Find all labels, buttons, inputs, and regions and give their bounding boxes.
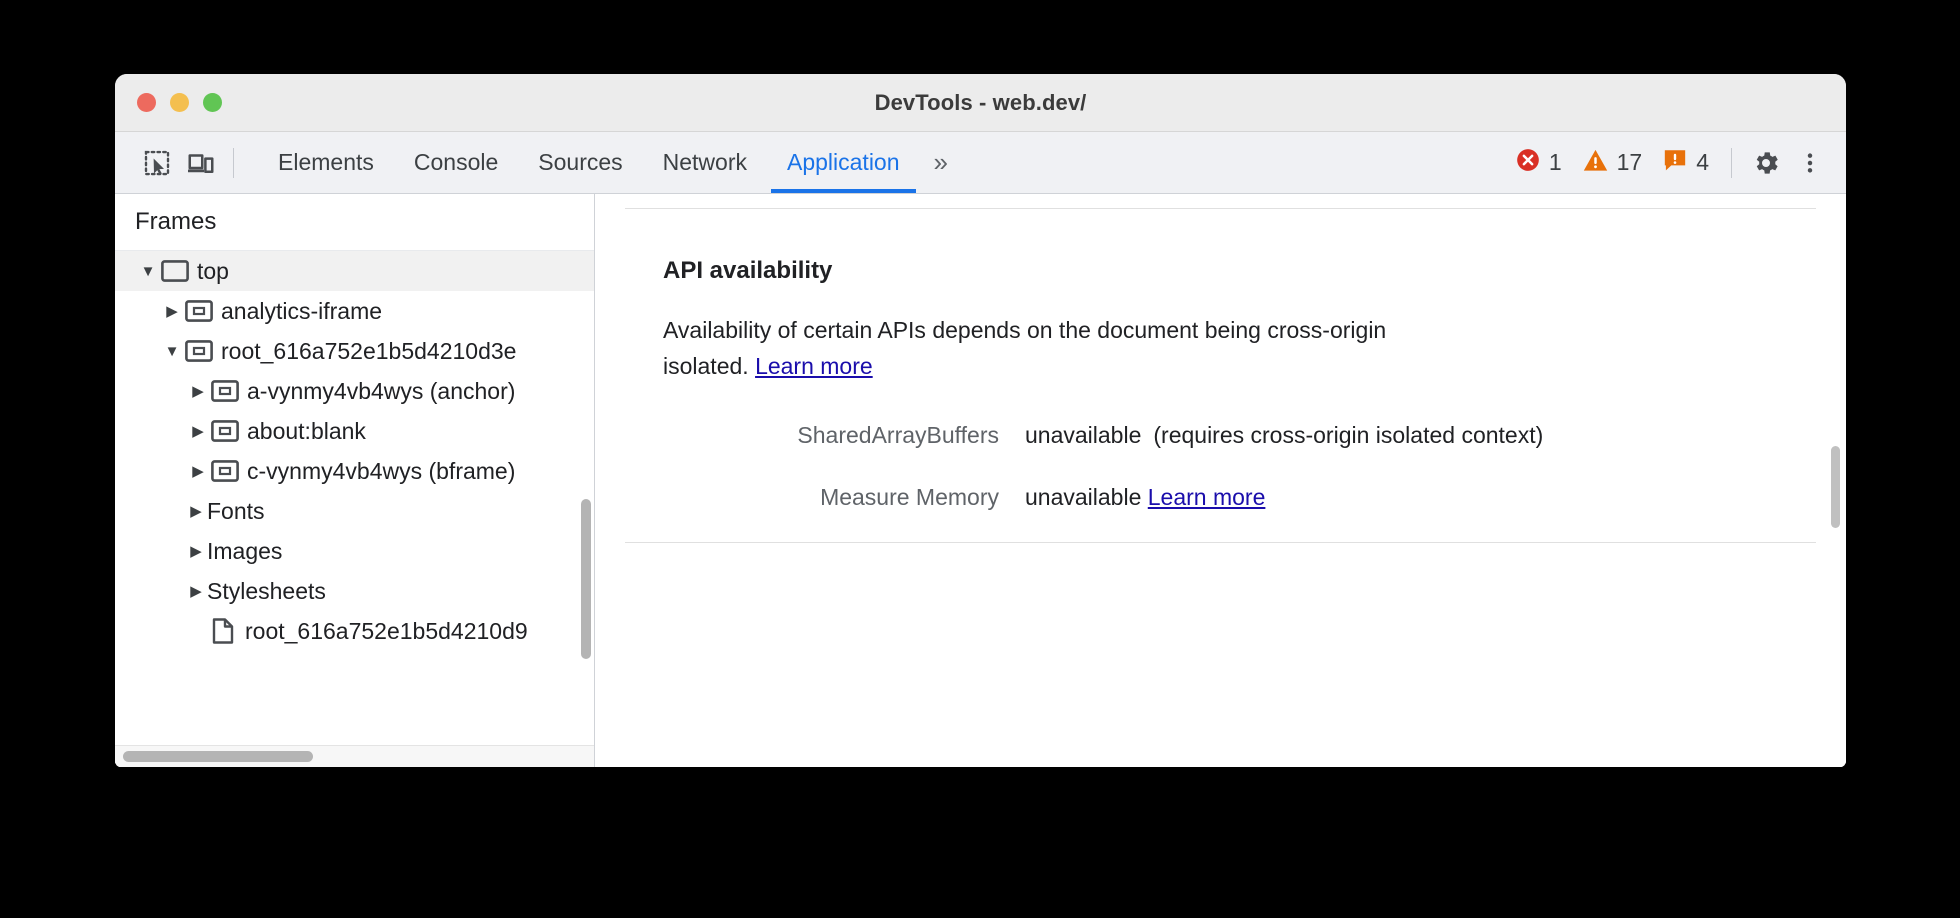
section-bottom-divider xyxy=(625,542,1816,544)
measure-memory-learn-more-link[interactable]: Learn more xyxy=(1147,484,1266,511)
issues-counter[interactable]: 4 xyxy=(1652,147,1719,178)
section-title: API availability xyxy=(663,257,833,284)
device-toolbar-icon[interactable] xyxy=(179,141,223,185)
chevron-down-icon[interactable] xyxy=(161,343,183,360)
tab-elements[interactable]: Elements xyxy=(278,149,374,175)
frames-sidebar: Frames top xyxy=(115,194,595,767)
description-text: Availability of certain APIs depends on … xyxy=(663,317,1387,379)
section-description: Availability of certain APIs depends on … xyxy=(663,313,1453,384)
section-top-divider xyxy=(625,208,1816,209)
frames-tree: top analytics-iframe xyxy=(115,251,594,745)
chevron-down-icon[interactable] xyxy=(137,263,159,280)
toolbar-right-cluster: 1 17 xyxy=(1505,132,1832,193)
chevron-right-icon[interactable] xyxy=(185,502,207,520)
minimize-window-button[interactable] xyxy=(170,93,189,112)
chevron-right-icon[interactable] xyxy=(185,582,207,600)
tree-item-c-bframe[interactable]: c-vynmy4vb4wys (bframe) xyxy=(115,451,594,491)
close-window-button[interactable] xyxy=(137,93,156,112)
chevron-right-icon[interactable] xyxy=(187,382,209,400)
tree-item-about-blank[interactable]: about:blank xyxy=(115,411,594,451)
devtools-toolbar: Elements Console Sources Network Applica… xyxy=(115,132,1846,194)
tree-item-label: Stylesheets xyxy=(207,577,326,604)
tree-item-root-stylesheet[interactable]: root_616a752e1b5d4210d9 xyxy=(115,611,594,651)
error-counter[interactable]: 1 xyxy=(1505,147,1572,178)
frame-icon xyxy=(185,340,213,362)
tree-item-label: analytics-iframe xyxy=(221,297,383,324)
tab-console[interactable]: Console xyxy=(413,149,499,175)
sidebar-vertical-scrollbar[interactable] xyxy=(581,499,591,659)
devtools-body: Frames top xyxy=(115,194,1846,767)
error-icon xyxy=(1515,147,1541,178)
frame-icon xyxy=(161,260,189,282)
tree-item-label: root_616a752e1b5d4210d3e xyxy=(221,337,517,364)
warning-icon xyxy=(1582,147,1609,179)
more-tabs-icon[interactable]: » xyxy=(933,147,948,177)
panel-tabs: Elements Console Sources Network Applica… xyxy=(258,132,960,193)
tree-item-label: Images xyxy=(207,537,283,564)
frame-icon xyxy=(185,300,213,322)
gear-icon[interactable] xyxy=(1744,141,1788,185)
tree-item-images[interactable]: Images xyxy=(115,531,594,571)
tree-item-label: about:blank xyxy=(247,417,366,444)
tree-item-root-frame[interactable]: root_616a752e1b5d4210d3e xyxy=(115,331,594,371)
issues-icon xyxy=(1662,147,1688,178)
api-availability-section: API availability Availability of certain… xyxy=(595,257,1846,514)
tree-item-label: Fonts xyxy=(207,497,265,524)
tree-item-label: root_616a752e1b5d4210d9 xyxy=(245,617,528,644)
learn-more-link[interactable]: Learn more xyxy=(755,352,873,379)
chevron-right-icon[interactable] xyxy=(187,422,209,440)
tree-item-label: top xyxy=(197,257,229,284)
error-count: 1 xyxy=(1548,149,1562,175)
row-value: unavailable xyxy=(1025,422,1142,449)
row-note: (requires cross-origin isolated context) xyxy=(1153,422,1544,449)
chevron-right-icon[interactable] xyxy=(187,462,209,480)
sidebar-horizontal-scrollbar-thumb[interactable] xyxy=(123,751,313,762)
tab-network[interactable]: Network xyxy=(662,149,747,175)
traffic-lights xyxy=(137,93,222,112)
api-availability-list: SharedArrayBuffers unavailable (requires … xyxy=(635,418,1806,514)
frame-icon xyxy=(211,380,239,402)
tab-application[interactable]: Application xyxy=(767,132,920,193)
row-value: unavailable xyxy=(1025,484,1142,511)
tree-item-a-anchor[interactable]: a-vynmy4vb4wys (anchor) xyxy=(115,371,594,411)
frame-details-panel: API availability Availability of certain… xyxy=(595,194,1846,767)
chevron-right-icon[interactable] xyxy=(185,542,207,560)
window-titlebar: DevTools - web.dev/ xyxy=(115,74,1846,132)
toolbar-divider-right xyxy=(1731,147,1732,178)
inspect-element-icon[interactable] xyxy=(135,141,179,185)
row-label: SharedArrayBuffers xyxy=(797,422,999,449)
tree-item-stylesheets[interactable]: Stylesheets xyxy=(115,571,594,611)
row-label: Measure Memory xyxy=(820,484,999,511)
tree-item-fonts[interactable]: Fonts xyxy=(115,491,594,531)
row-value-group: unavailable Learn more xyxy=(1025,480,1265,514)
more-vertical-icon[interactable] xyxy=(1788,141,1832,185)
tree-item-label: c-vynmy4vb4wys (bframe) xyxy=(247,457,516,484)
chevron-right-icon[interactable] xyxy=(161,302,183,320)
sidebar-title: Frames xyxy=(115,194,594,251)
tab-sources[interactable]: Sources xyxy=(538,149,623,175)
issues-count: 4 xyxy=(1696,149,1709,175)
tree-item-top[interactable]: top xyxy=(115,251,594,291)
sidebar-horizontal-scrollbar[interactable] xyxy=(115,745,594,767)
row-value-group: unavailable (requires cross-origin isolat… xyxy=(1025,418,1543,452)
toolbar-divider xyxy=(233,147,234,178)
warning-counter[interactable]: 17 xyxy=(1572,147,1653,179)
warning-count: 17 xyxy=(1616,149,1643,175)
main-vertical-scrollbar[interactable] xyxy=(1831,446,1840,528)
row-shared-array-buffers: SharedArrayBuffers unavailable (requires … xyxy=(635,418,1806,452)
frame-icon xyxy=(211,420,239,442)
row-measure-memory: Measure Memory unavailable Learn more xyxy=(635,480,1806,514)
document-icon xyxy=(211,618,235,644)
tree-item-label: a-vynmy4vb4wys (anchor) xyxy=(247,377,516,404)
zoom-window-button[interactable] xyxy=(203,93,222,112)
devtools-window: DevTools - web.dev/ Elements xyxy=(115,74,1846,767)
frame-icon xyxy=(211,460,239,482)
window-title: DevTools - web.dev/ xyxy=(874,89,1087,115)
tree-item-analytics-iframe[interactable]: analytics-iframe xyxy=(115,291,594,331)
